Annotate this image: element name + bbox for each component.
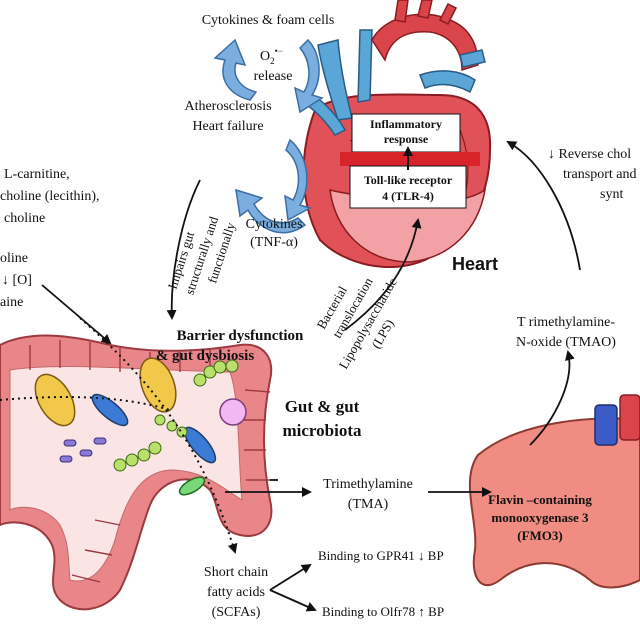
tmao-label-1: T rimethylamine- [517,315,615,330]
liver-illustration [468,394,640,589]
reverse-chol-label-2: transport and [563,167,636,182]
oline-label: oline [0,251,28,266]
heart-failure-label: Heart failure [192,119,263,134]
choline-label: choline [4,211,45,226]
atherosclerosis-label: Atherosclerosis [184,99,271,114]
reverse-chol-label-1: ↓ Reverse chol [548,147,631,162]
bacteria-cluster [34,357,247,496]
oxidation-label: ↓ [O] [2,273,32,288]
olfr78-label: Binding to Olfr78 ↑ BP [322,604,444,619]
tmao-label-2: N-oxide (TMAO) [516,335,616,350]
gut-microbiota-title-2: microbiota [282,421,362,440]
gut-microbiota-title-1: Gut & gut [285,397,360,416]
response-label: response [384,132,429,146]
fmo3-label-1: Flavin –containing [488,492,592,507]
choline-lecithin-label: choline (lecithin), [0,189,100,204]
tnf-alpha-label: (TNF-α) [250,235,298,250]
dotted-arrows [0,317,238,554]
flow-arrows [41,141,581,612]
inflammatory-label: Inflammatory [370,117,442,131]
aine-label: aine [0,295,23,310]
red-band [340,152,480,166]
fmo3-label-2: monooxygenase 3 [491,510,589,525]
heart-title: Heart [452,254,498,274]
tlr-label: Toll-like receptor [364,173,453,187]
tma-label-1: Trimethylamine [323,477,413,492]
cytokines-foam-label: Cytokines & foam cells [202,13,335,28]
scfa-label-1: Short chain [204,565,268,580]
barrier-dysfunction-label: Barrier dysfunction [177,328,304,344]
scfa-label-3: (SCFAs) [212,605,261,620]
scfa-label-2: fatty acids [207,585,265,600]
fmo3-label-3: (FMO3) [517,528,562,543]
reverse-chol-label-3: synt [600,187,623,202]
gpr41-label: Binding to GPR41 ↓ BP [318,548,444,563]
lcarnitine-label: L-carnitine, [4,167,70,182]
release-label: release [254,69,293,84]
cytokines-tnf-label: Cytokines [246,217,303,232]
inflammatory-box [351,113,461,153]
o2-label: O2•− [260,46,283,66]
cycle-arrows [213,38,324,234]
tma-label-2: (TMA) [348,497,389,512]
gut-dysbiosis-label: & gut dysbiosis [156,348,255,364]
tlr4-label: 4 (TLR-4) [382,189,434,203]
